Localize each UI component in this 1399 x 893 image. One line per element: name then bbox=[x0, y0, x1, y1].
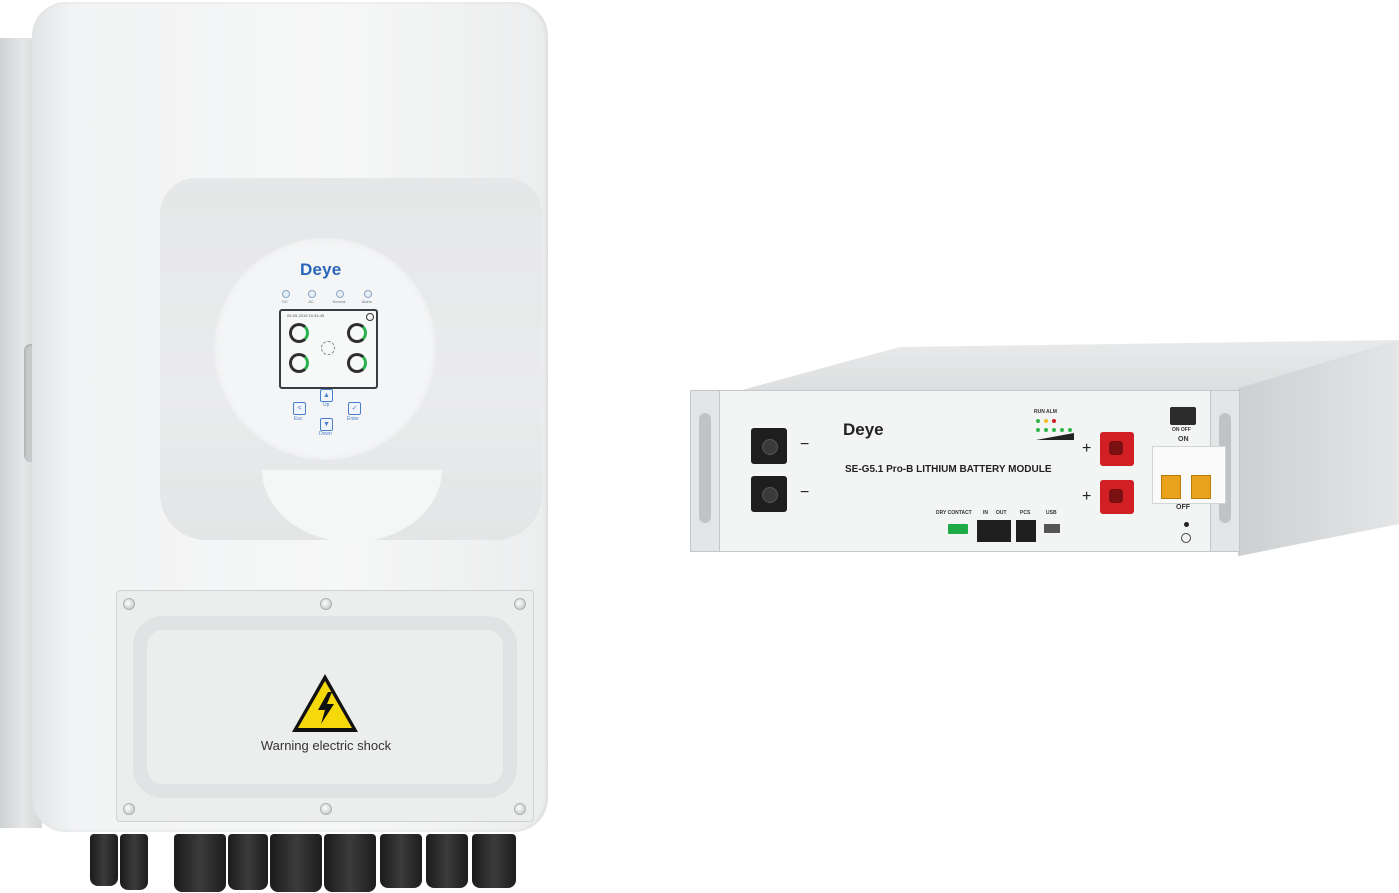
cable-gland bbox=[270, 834, 322, 892]
cable-glands bbox=[90, 830, 530, 893]
minus-sign: − bbox=[800, 436, 810, 453]
circuit-breaker[interactable] bbox=[1152, 446, 1226, 504]
plus-sign: + bbox=[1082, 440, 1092, 457]
soc-led bbox=[1044, 428, 1048, 432]
cable-gland bbox=[174, 834, 226, 892]
led bbox=[1044, 419, 1048, 423]
handle-slot bbox=[699, 413, 711, 523]
esc-label: Esc bbox=[294, 416, 303, 422]
cable-gland bbox=[426, 834, 468, 888]
dry-contact-port[interactable] bbox=[948, 524, 968, 534]
positive-terminal bbox=[1100, 480, 1134, 514]
dry-contact-label: DRY CONTACT bbox=[936, 510, 972, 516]
inverter-brand-logo: Deye bbox=[300, 260, 342, 279]
up-button[interactable]: ▲ bbox=[320, 389, 333, 402]
soc-led bbox=[1060, 428, 1064, 432]
in-port-label: IN bbox=[983, 510, 988, 516]
led-label-ac: AC bbox=[308, 299, 314, 304]
pcs-port-label: PCS bbox=[1020, 510, 1031, 516]
screw-icon bbox=[320, 803, 332, 815]
pcs-port[interactable] bbox=[1016, 520, 1036, 542]
battery-brand-logo: Deye bbox=[843, 420, 884, 439]
led-dc bbox=[282, 290, 290, 298]
cable-gland bbox=[472, 834, 516, 888]
negative-terminal bbox=[751, 476, 787, 512]
screw-icon bbox=[514, 598, 526, 610]
soc-led bbox=[1068, 428, 1072, 432]
esc-button[interactable]: < bbox=[293, 402, 306, 415]
screw-icon bbox=[123, 803, 135, 815]
screw-icon bbox=[514, 803, 526, 815]
battery-module bbox=[690, 340, 1399, 580]
run-led bbox=[1036, 419, 1040, 423]
status-leds: DC AC Normal Alarm bbox=[278, 290, 380, 306]
hybrid-inverter: Deye DC AC Normal Alarm 05-09-2019 10:34… bbox=[0, 0, 560, 893]
negative-terminal bbox=[751, 428, 787, 464]
cover-gasket bbox=[133, 616, 517, 798]
breaker-on-label: ON bbox=[1178, 436, 1189, 443]
grid-gauge-icon bbox=[347, 323, 367, 343]
battery-gauge-icon bbox=[289, 353, 309, 373]
inverter-center-icon bbox=[321, 341, 335, 355]
ground-icon bbox=[1181, 533, 1191, 543]
lcd-datetime: 05-09-2019 10:34:45 bbox=[287, 313, 325, 318]
soc-led bbox=[1052, 428, 1056, 432]
enter-label: Enter bbox=[347, 416, 359, 422]
alarm-led bbox=[1052, 419, 1056, 423]
warning-label: Warning electric shock bbox=[260, 738, 392, 753]
led-label-alarm: Alarm bbox=[361, 299, 373, 304]
usb-port-label: USB bbox=[1046, 510, 1057, 516]
led-label-dc: DC bbox=[282, 299, 288, 304]
mc4-connector bbox=[120, 834, 148, 890]
soc-led bbox=[1036, 428, 1040, 432]
load-gauge-icon bbox=[347, 353, 367, 373]
up-label: Up bbox=[323, 402, 330, 408]
led-label-normal: Normal bbox=[332, 299, 346, 304]
electric-shock-warning-icon bbox=[292, 674, 358, 732]
cable-gland bbox=[380, 834, 422, 888]
down-button[interactable]: ▼ bbox=[320, 418, 333, 431]
solar-gauge-icon bbox=[289, 323, 309, 343]
usb-port[interactable] bbox=[1044, 524, 1060, 533]
reset-button[interactable] bbox=[1184, 522, 1189, 527]
status-led-labels: RUN ALM bbox=[1034, 409, 1057, 415]
out-port-label: OUT bbox=[996, 510, 1007, 516]
switch-label: ON OFF bbox=[1172, 427, 1191, 433]
power-switch[interactable] bbox=[1170, 407, 1196, 425]
settings-icon bbox=[366, 313, 374, 321]
soc-bar-icon bbox=[1036, 433, 1074, 440]
plus-sign: + bbox=[1082, 488, 1092, 505]
screw-icon bbox=[320, 598, 332, 610]
led-alarm bbox=[364, 290, 372, 298]
enter-button[interactable]: ✓ bbox=[348, 402, 361, 415]
breaker-toggle[interactable] bbox=[1161, 475, 1181, 499]
led-normal bbox=[336, 290, 344, 298]
positive-terminal bbox=[1100, 432, 1134, 466]
cable-gland bbox=[228, 834, 268, 890]
led-ac bbox=[308, 290, 316, 298]
breaker-off-label: OFF bbox=[1176, 504, 1190, 511]
battery-model-label: SE-G5.1 Pro-B LITHIUM BATTERY MODULE bbox=[845, 464, 1052, 475]
breaker-toggle[interactable] bbox=[1191, 475, 1211, 499]
rs485-port[interactable] bbox=[977, 520, 1011, 542]
cable-gland bbox=[324, 834, 376, 892]
down-label: Down bbox=[319, 431, 332, 437]
lcd-screen: 05-09-2019 10:34:45 bbox=[279, 309, 378, 389]
mc4-connector bbox=[90, 834, 118, 886]
minus-sign: − bbox=[800, 484, 810, 501]
rack-ear-left bbox=[690, 390, 720, 552]
screw-icon bbox=[123, 598, 135, 610]
